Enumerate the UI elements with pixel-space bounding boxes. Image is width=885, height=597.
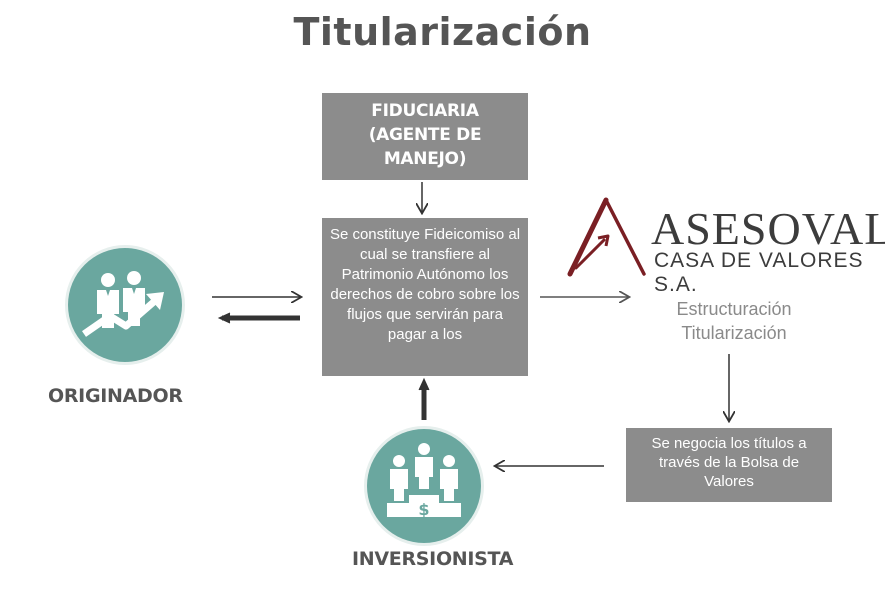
fiduciaria-line-3: MANEJO) [383,149,467,169]
asesoval-logo-subtitle: CASA DE VALORES S.A. [654,249,864,296]
fideicomiso-text: Se constituye Fideicomiso al cual se tra… [329,226,521,343]
page-title: Titularización [293,10,592,54]
estructuracion-line-1: Estructuración [676,299,792,319]
fiduciaria-line-1: FIDUCIARIA [371,101,479,121]
negociacion-box: Se negocia los títulos a través de la Bo… [626,428,832,502]
estructuracion-line-2: Titularización [681,323,787,343]
arrow-inversionista-up-head [418,377,430,391]
fiduciaria-line-2: (AGENTE DE [368,125,482,145]
inversionista-icon: $ [367,429,481,543]
asesoval-logo-text: ASESOVAL [651,203,885,254]
originador-icon [68,248,182,362]
inversionista-label: INVERSIONISTA [352,548,514,570]
originador-label: ORIGINADOR [48,385,183,407]
business-growth-icon [82,271,164,337]
svg-text:$: $ [418,500,429,519]
investors-podium-icon: $ [387,443,461,519]
asesoval-logo-mark [567,197,646,277]
fideicomiso-box: Se constituye Fideicomiso al cual se tra… [322,218,528,376]
arrow-to-originador-head [217,312,231,324]
negociacion-text: Se negocia los títulos a través de la Bo… [651,435,807,490]
fiduciaria-box: FIDUCIARIA (AGENTE DE MANEJO) [322,93,528,180]
estructuracion-text: Estructuración Titularización [644,297,824,345]
